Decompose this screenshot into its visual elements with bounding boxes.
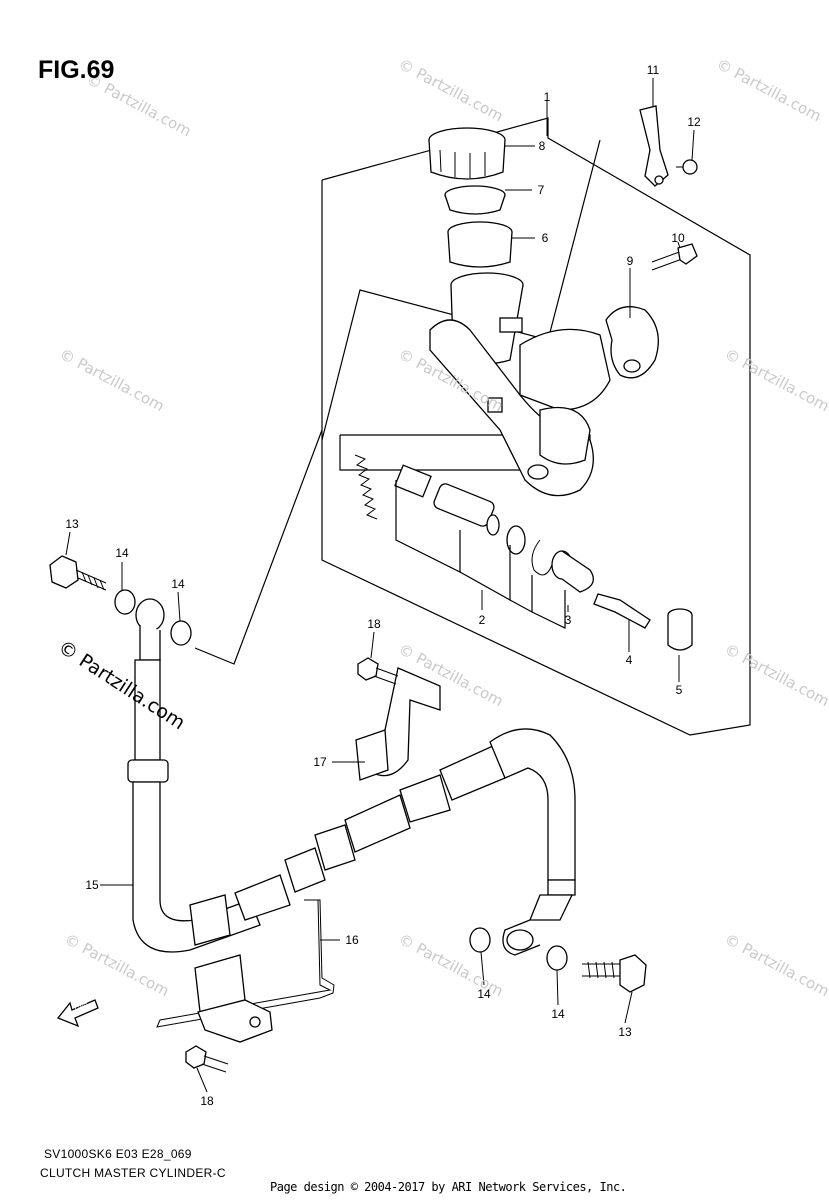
circlip: [531, 539, 553, 576]
assembly-outline: [321, 117, 751, 736]
callout-1[interactable]: 1: [543, 90, 551, 104]
figure-caption: CLUTCH MASTER CYLINDER-C: [40, 1166, 226, 1180]
push-rod-boot: [551, 550, 594, 593]
switch-bracket: [639, 105, 669, 187]
callout-4[interactable]: 4: [625, 653, 633, 667]
banjo-fitting-left: [135, 598, 165, 661]
washer-left-2: [170, 620, 192, 646]
clamp-bolt: [651, 243, 698, 271]
leader-line-hose: [194, 429, 323, 665]
figure-title: FIG.69: [38, 56, 115, 84]
diaphragm: [447, 221, 513, 268]
callout-14-left-1[interactable]: 14: [115, 546, 129, 560]
diaphragm-plate: [444, 185, 506, 215]
copyright-notice: Page design © 2004-2017 by ARI Network S…: [270, 1180, 627, 1194]
callout-leaders: [65, 78, 695, 1093]
fwd-arrow: [56, 999, 99, 1028]
washer-left-1: [114, 589, 136, 615]
callout-14-left-2[interactable]: 14: [171, 577, 185, 591]
callout-12[interactable]: 12: [687, 115, 701, 129]
callout-8[interactable]: 8: [538, 139, 546, 153]
banjo-bolt-left: [49, 555, 107, 591]
master-cylinder-body: [429, 272, 611, 497]
end-cap: [667, 608, 693, 651]
callout-5[interactable]: 5: [675, 683, 683, 697]
callout-3[interactable]: 3: [564, 613, 572, 627]
bracket-bolt-upper: [357, 657, 399, 685]
callout-18-upper[interactable]: 18: [367, 617, 381, 631]
piston: [433, 483, 500, 536]
callout-11[interactable]: 11: [646, 63, 660, 77]
callout-14-right-1[interactable]: 14: [477, 987, 491, 1001]
callout-15[interactable]: 15: [85, 878, 99, 892]
washer-right-2: [546, 945, 568, 971]
callout-7[interactable]: 7: [537, 183, 545, 197]
callout-2[interactable]: 2: [478, 613, 486, 627]
callout-13-right[interactable]: 13: [618, 1025, 632, 1039]
hose-clamp-lower: [194, 954, 273, 1043]
hose-bracket: [355, 667, 441, 781]
washer-right-1: [469, 927, 491, 953]
banjo-fitting-right: [502, 919, 541, 956]
callout-10[interactable]: 10: [671, 231, 685, 245]
callout-13-left[interactable]: 13: [65, 517, 79, 531]
bracket-screw: [676, 159, 698, 175]
callout-16[interactable]: 16: [345, 933, 359, 947]
piston-spring: [354, 454, 432, 520]
bracket-bolt-lower: [185, 1045, 229, 1073]
callout-18-lower[interactable]: 18: [200, 1094, 214, 1108]
callout-6[interactable]: 6: [541, 231, 549, 245]
push-rod: [593, 593, 651, 629]
callout-9[interactable]: 9: [626, 254, 634, 268]
clutch-hose: [127, 659, 576, 953]
callout-17[interactable]: 17: [313, 755, 327, 769]
piston-cup: [506, 525, 526, 555]
model-code: SV1000SK6 E03 E28_069: [44, 1147, 192, 1161]
callout-14-right-2[interactable]: 14: [551, 1007, 565, 1021]
reservoir-cap: [428, 127, 506, 180]
clamp-holder: [605, 306, 659, 379]
banjo-bolt-right: [582, 954, 647, 993]
